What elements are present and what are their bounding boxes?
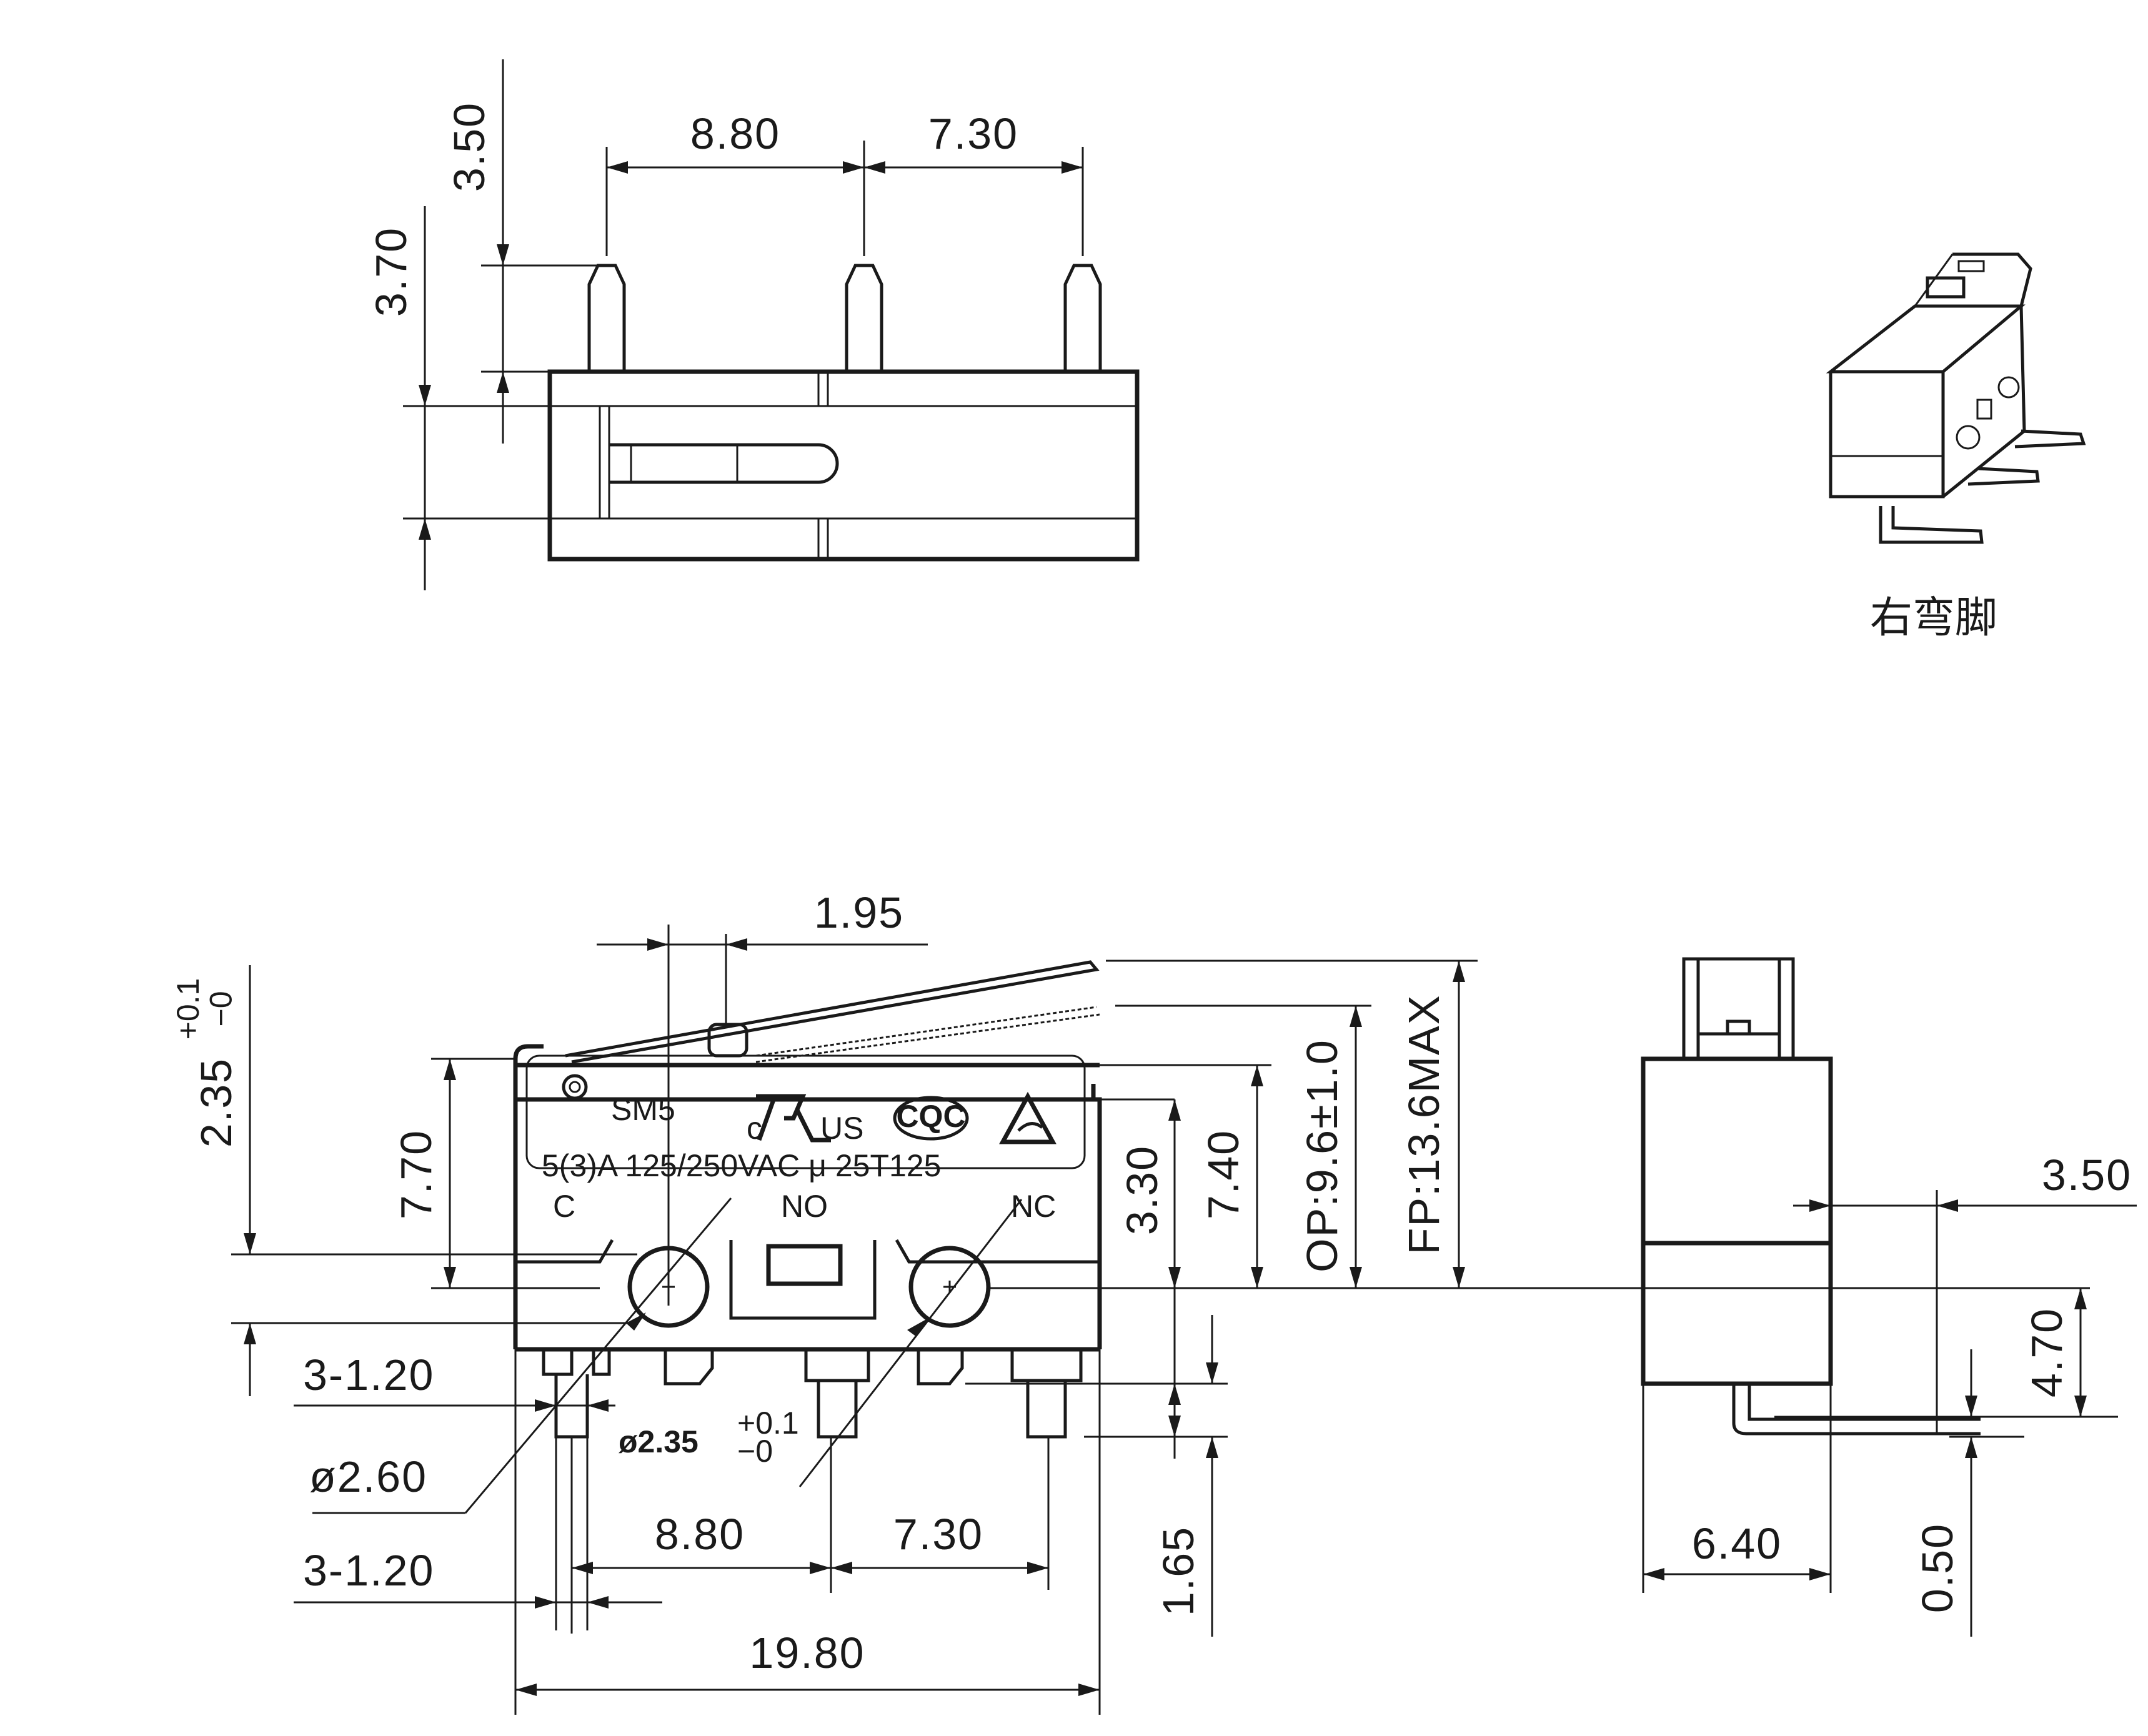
warning-triangle-icon [999, 1091, 1057, 1144]
label-ul-c: c [747, 1111, 762, 1146]
side-dim-width-640: 6.40 [1692, 1519, 1782, 1568]
ul-mark-icon [756, 1094, 807, 1141]
front-dim-op: OP:9.6±1.0 [1298, 1039, 1346, 1272]
top-pin-c [587, 264, 626, 372]
front-dim-height-740: 7.40 [1199, 1129, 1248, 1219]
front-dim-hole-dia: ø2.60 [309, 1452, 427, 1501]
front-dim-height-330: 3.30 [1118, 1145, 1166, 1235]
top-dim-pitch-right: 7.30 [928, 109, 1018, 158]
top-view-body [547, 369, 1140, 562]
front-dim-terminal-w-bottom: 3-1.20 [303, 1546, 434, 1595]
front-lever [565, 960, 1100, 1064]
label-rating: 5(3)A 125/250VAC μ 25T125 [542, 1148, 941, 1183]
front-dim-hole-pos: 2.35 [192, 1058, 241, 1148]
cqc-mark-icon [893, 1096, 969, 1141]
front-view-body [513, 1097, 1102, 1240]
front-dim-lever-offset: 1.95 [814, 888, 904, 937]
front-dim-pitch-right: 7.30 [893, 1510, 983, 1559]
label-ul-us: US [820, 1111, 863, 1146]
perspective-view: 右弯脚 [1826, 252, 2086, 643]
front-dim-hole-pos-tol: +0.1−0 [171, 978, 239, 1040]
side-dim-offset-350: 3.50 [2042, 1151, 2132, 1199]
top-dim-pin-height: 3.50 [445, 102, 494, 192]
label-terminal-c: C [553, 1189, 575, 1224]
front-dim-terminal-len: 1.65 [1154, 1526, 1203, 1616]
top-pin-nc [1063, 264, 1102, 372]
side-view-body [1641, 1056, 1833, 1386]
front-hole-right [908, 1246, 991, 1328]
front-dim-mount-hole: ø2.35 [619, 1424, 699, 1459]
front-dim-total-width: 19.80 [749, 1629, 865, 1677]
front-dim-height-770: 7.70 [392, 1129, 440, 1219]
side-dim-height-470: 4.70 [2022, 1307, 2071, 1397]
label-terminal-nc: NC [1011, 1189, 1056, 1224]
front-view: SM5 c US CQC 5(3)A 125/250VAC μ 25T125 C… [171, 888, 2090, 1715]
front-dim-pitch-left: 8.80 [655, 1510, 745, 1559]
top-pin-no [845, 264, 883, 372]
front-dim-terminal-w-top: 3-1.20 [303, 1351, 434, 1399]
perspective-caption: 右弯脚 [1870, 593, 1997, 643]
side-dim-thickness-050: 0.50 [1913, 1523, 1962, 1613]
top-dim-pitch-left: 8.80 [690, 109, 780, 158]
front-dim-mount-hole-tol-up: +0.1 [737, 1406, 799, 1441]
front-dim-mount-hole-tol-dn: −0 [737, 1434, 773, 1469]
label-model: SM5 [611, 1092, 675, 1127]
top-view: 8.80 7.30 3.50 3.70 [367, 59, 1140, 590]
side-view: 3.50 4.70 0.50 6.40 [1641, 957, 2137, 1637]
label-cqc: CQC [896, 1099, 965, 1134]
label-terminal-no: NO [781, 1189, 828, 1224]
top-dim-body-offset: 3.70 [367, 227, 415, 317]
front-dim-fp: FP:13.6MAX [1400, 994, 1448, 1255]
